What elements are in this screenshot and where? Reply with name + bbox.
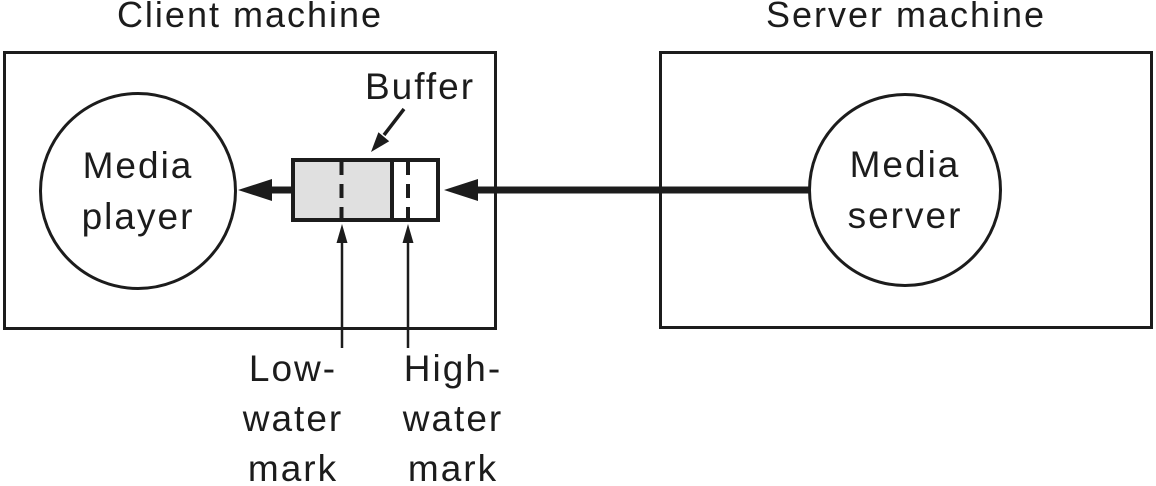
- low-water-mark-label: Low- water mark: [242, 348, 344, 486]
- buffer-box: [291, 158, 440, 222]
- media-server-label: Media server: [847, 144, 963, 236]
- media-player-node: Media player: [39, 92, 237, 290]
- media-player-label: Media player: [81, 145, 195, 237]
- buffer-empty-region: [394, 162, 436, 218]
- buffer-label: Buffer: [364, 66, 476, 107]
- media-server-node: Media server: [808, 93, 1002, 287]
- high-water-mark-label: High- water mark: [402, 348, 504, 486]
- server-machine-title: Server machine: [765, 0, 1047, 35]
- client-machine-title: Client machine: [116, 0, 384, 35]
- buffer-filled-region: [295, 162, 394, 218]
